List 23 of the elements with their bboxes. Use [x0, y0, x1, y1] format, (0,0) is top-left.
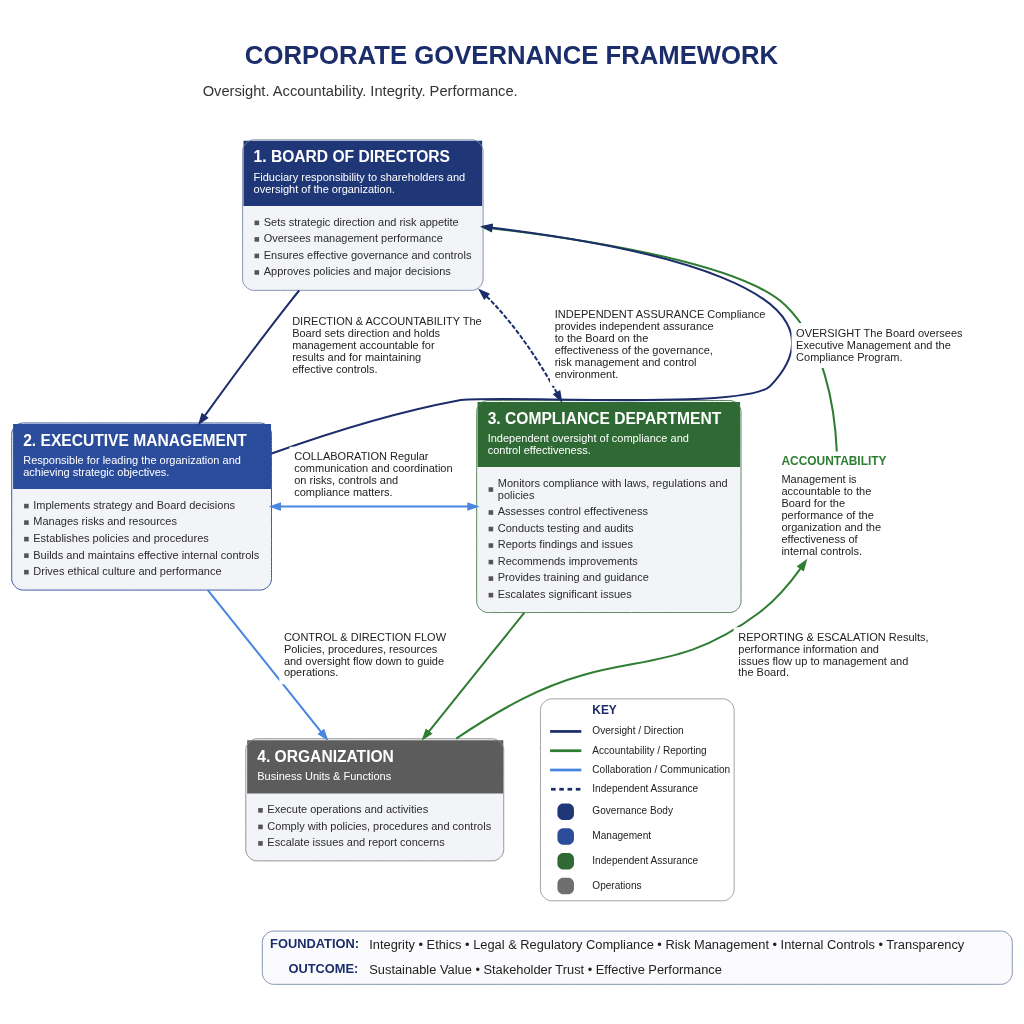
- legend-label: Governance Body: [592, 804, 674, 816]
- arrow: [207, 589, 329, 741]
- legend-label: Independent Assurance: [592, 854, 699, 866]
- edge-label: INDEPENDENT ASSURANCE Compliance provides independent assurance to the Board on the effectiveness of the governance, risk management and control environment.: [554, 307, 766, 380]
- label: KEY: [592, 702, 617, 717]
- arrow: [268, 501, 480, 511]
- legend-label: Management: [592, 829, 652, 841]
- edge-label: OVERSIGHT The Board oversees Executive Management and the Compliance Program.: [796, 326, 963, 363]
- arrow: [197, 289, 300, 425]
- edge-label: DIRECTION & ACCOUNTABILITY The Board sets direction and holds management accountable for results and for maintaining effective controls.: [292, 314, 482, 375]
- edge-label: REPORTING & ESCALATION Results, performance information and issues flow up to management and the Board.: [738, 630, 929, 678]
- diagram-title: CORPORATE GOVERNANCE FRAMEWORK: [244, 40, 779, 69]
- legend-label: Accountability / Reporting: [592, 744, 707, 756]
- arrow: [421, 611, 526, 741]
- legend-label: Oversight / Direction: [592, 724, 684, 736]
- edge-label: COLLABORATION Regular communication and coordination on risks, controls and compliance matters.: [294, 449, 453, 498]
- edge-label: CONTROL & DIRECTION FLOW Policies, procedures, resources and oversight flow down to guide operations.: [283, 630, 447, 678]
- label: Oversight. Accountability. Integrity. Performance.: [202, 82, 518, 99]
- node-text: ACCOUNTABILITY Management is accountable to the Board for the performance of the organization and the effectiveness of internal controls.: [781, 453, 887, 557]
- arrow: [478, 287, 563, 403]
- legend-label: Operations: [592, 879, 642, 891]
- legend-label: Independent Assurance: [592, 782, 699, 794]
- legend-label: Collaboration / Communication: [592, 763, 731, 775]
